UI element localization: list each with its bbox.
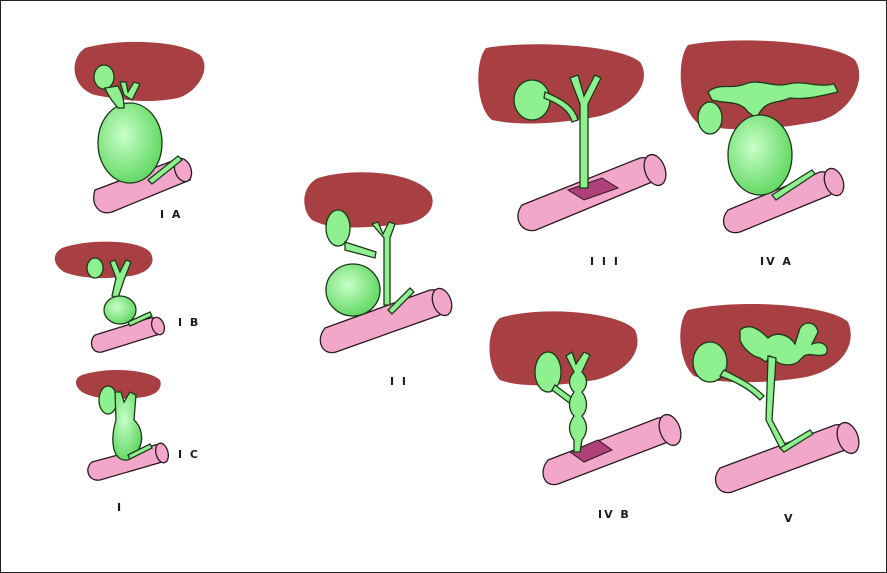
type-iva-illustration	[681, 40, 860, 232]
label-ii: I I	[390, 375, 408, 388]
duct-shape	[345, 242, 376, 258]
type-v-illustration	[680, 304, 863, 493]
cyst-shape	[326, 264, 380, 316]
cyst-shape	[728, 115, 792, 195]
gallbladder-shape	[99, 386, 117, 414]
label-iva: IV A	[760, 255, 793, 268]
liver-shape	[304, 172, 432, 227]
liver-shape	[75, 42, 205, 101]
gallbladder-shape	[326, 210, 350, 246]
type-ic-illustration	[76, 370, 170, 480]
type-ib-illustration	[55, 242, 167, 353]
cyst-shape	[104, 296, 136, 324]
label-ib: I B	[178, 316, 200, 329]
gallbladder-shape	[87, 258, 103, 278]
gallbladder-shape	[94, 65, 114, 89]
label-ia: I A	[160, 208, 182, 221]
type-ia-illustration	[75, 42, 205, 213]
label-i: I	[117, 501, 123, 514]
type-ivb-illustration	[490, 311, 685, 484]
label-iii: I I I	[590, 255, 620, 268]
liver-shape	[490, 311, 638, 385]
label-v: V	[784, 512, 795, 525]
label-ic: I C	[178, 448, 200, 461]
liver-shape	[478, 44, 644, 123]
type-iii-illustration	[478, 44, 670, 230]
gallbladder-shape	[698, 102, 722, 134]
type-ii-illustration	[304, 172, 455, 352]
gallbladder-shape	[514, 80, 550, 120]
label-ivb: IV B	[598, 508, 631, 521]
duodenum-shape	[716, 425, 852, 493]
liver-shape	[55, 242, 153, 278]
cyst-shape	[98, 103, 162, 183]
